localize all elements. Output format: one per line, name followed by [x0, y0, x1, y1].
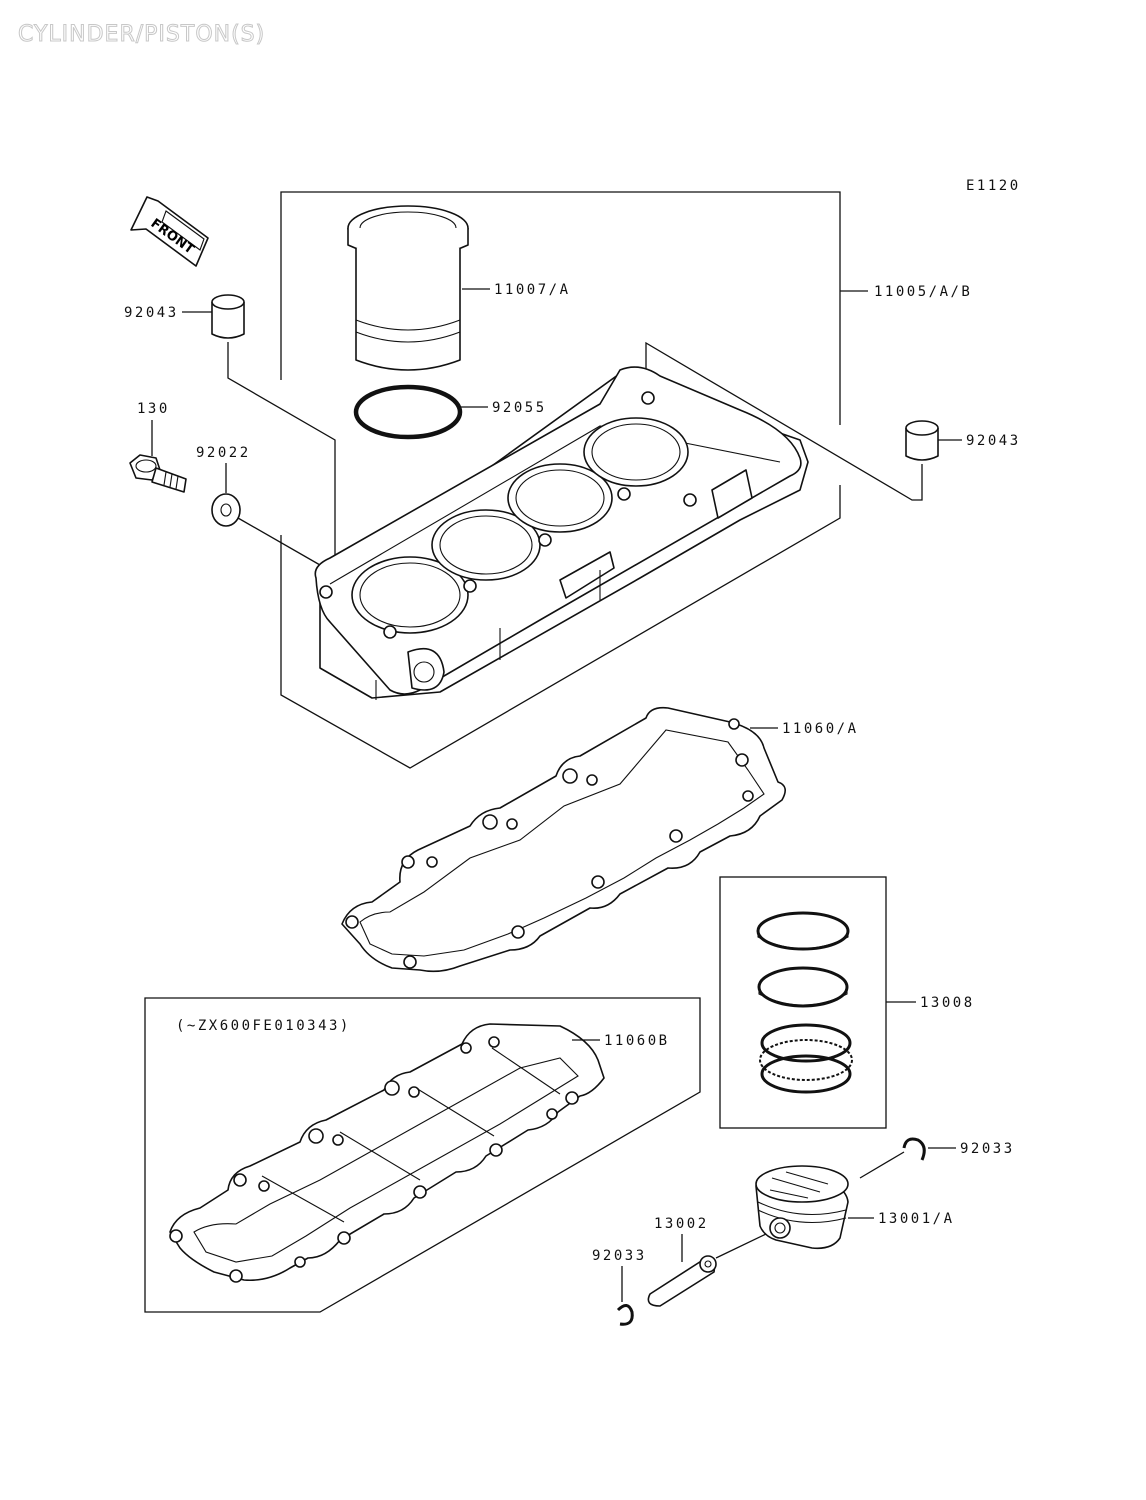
base-gasket-b: [169, 1023, 605, 1283]
piston-pin: [647, 1255, 717, 1307]
label-clip-left: 92033: [592, 1248, 647, 1264]
oil-ring-set: [759, 1023, 853, 1094]
bolt: [129, 454, 187, 493]
label-ring-set: 13008: [920, 995, 975, 1011]
label-gasket-b: 11060B: [604, 1033, 670, 1049]
cylinder-block: [314, 366, 809, 700]
page-title: CYLINDER/PISTON(S): [17, 22, 266, 48]
washer: [211, 493, 241, 527]
label-dowel-left: 92043: [124, 305, 179, 321]
label-dowel-right: 92043: [966, 433, 1021, 449]
label-gasket-a: 11060/A: [782, 721, 859, 737]
label-washer: 92022: [196, 445, 251, 461]
label-piston: 13001/A: [878, 1211, 955, 1227]
base-gasket-a: [341, 706, 786, 973]
label-cylinder-assy: 11005/A/B: [874, 284, 972, 300]
circlip-right: [902, 1137, 926, 1161]
dowel-pin-left: [211, 294, 245, 339]
label-bolt: 130: [137, 401, 170, 417]
cylinder-liner: [347, 205, 469, 371]
piston-ring-top: [756, 911, 850, 951]
o-ring: [353, 384, 463, 440]
label-clip-right: 92033: [960, 1141, 1015, 1157]
gasket-b-box: [144, 997, 701, 1313]
dowel-pin-right: [905, 420, 939, 461]
label-liner: 11007/A: [494, 282, 571, 298]
diagram-code: E1120: [966, 178, 1021, 194]
cylinder-assy-bracket: [280, 191, 868, 769]
label-pin: 13002: [654, 1216, 709, 1232]
front-arrow-icon: FRONT: [130, 196, 209, 267]
piston: [755, 1165, 849, 1250]
serial-note: (~ZX600FE010343): [176, 1018, 351, 1034]
circlip-left: [616, 1304, 634, 1326]
label-oring: 92055: [492, 400, 547, 416]
ring-set-box: [719, 876, 916, 1129]
piston-ring-second: [757, 966, 849, 1008]
